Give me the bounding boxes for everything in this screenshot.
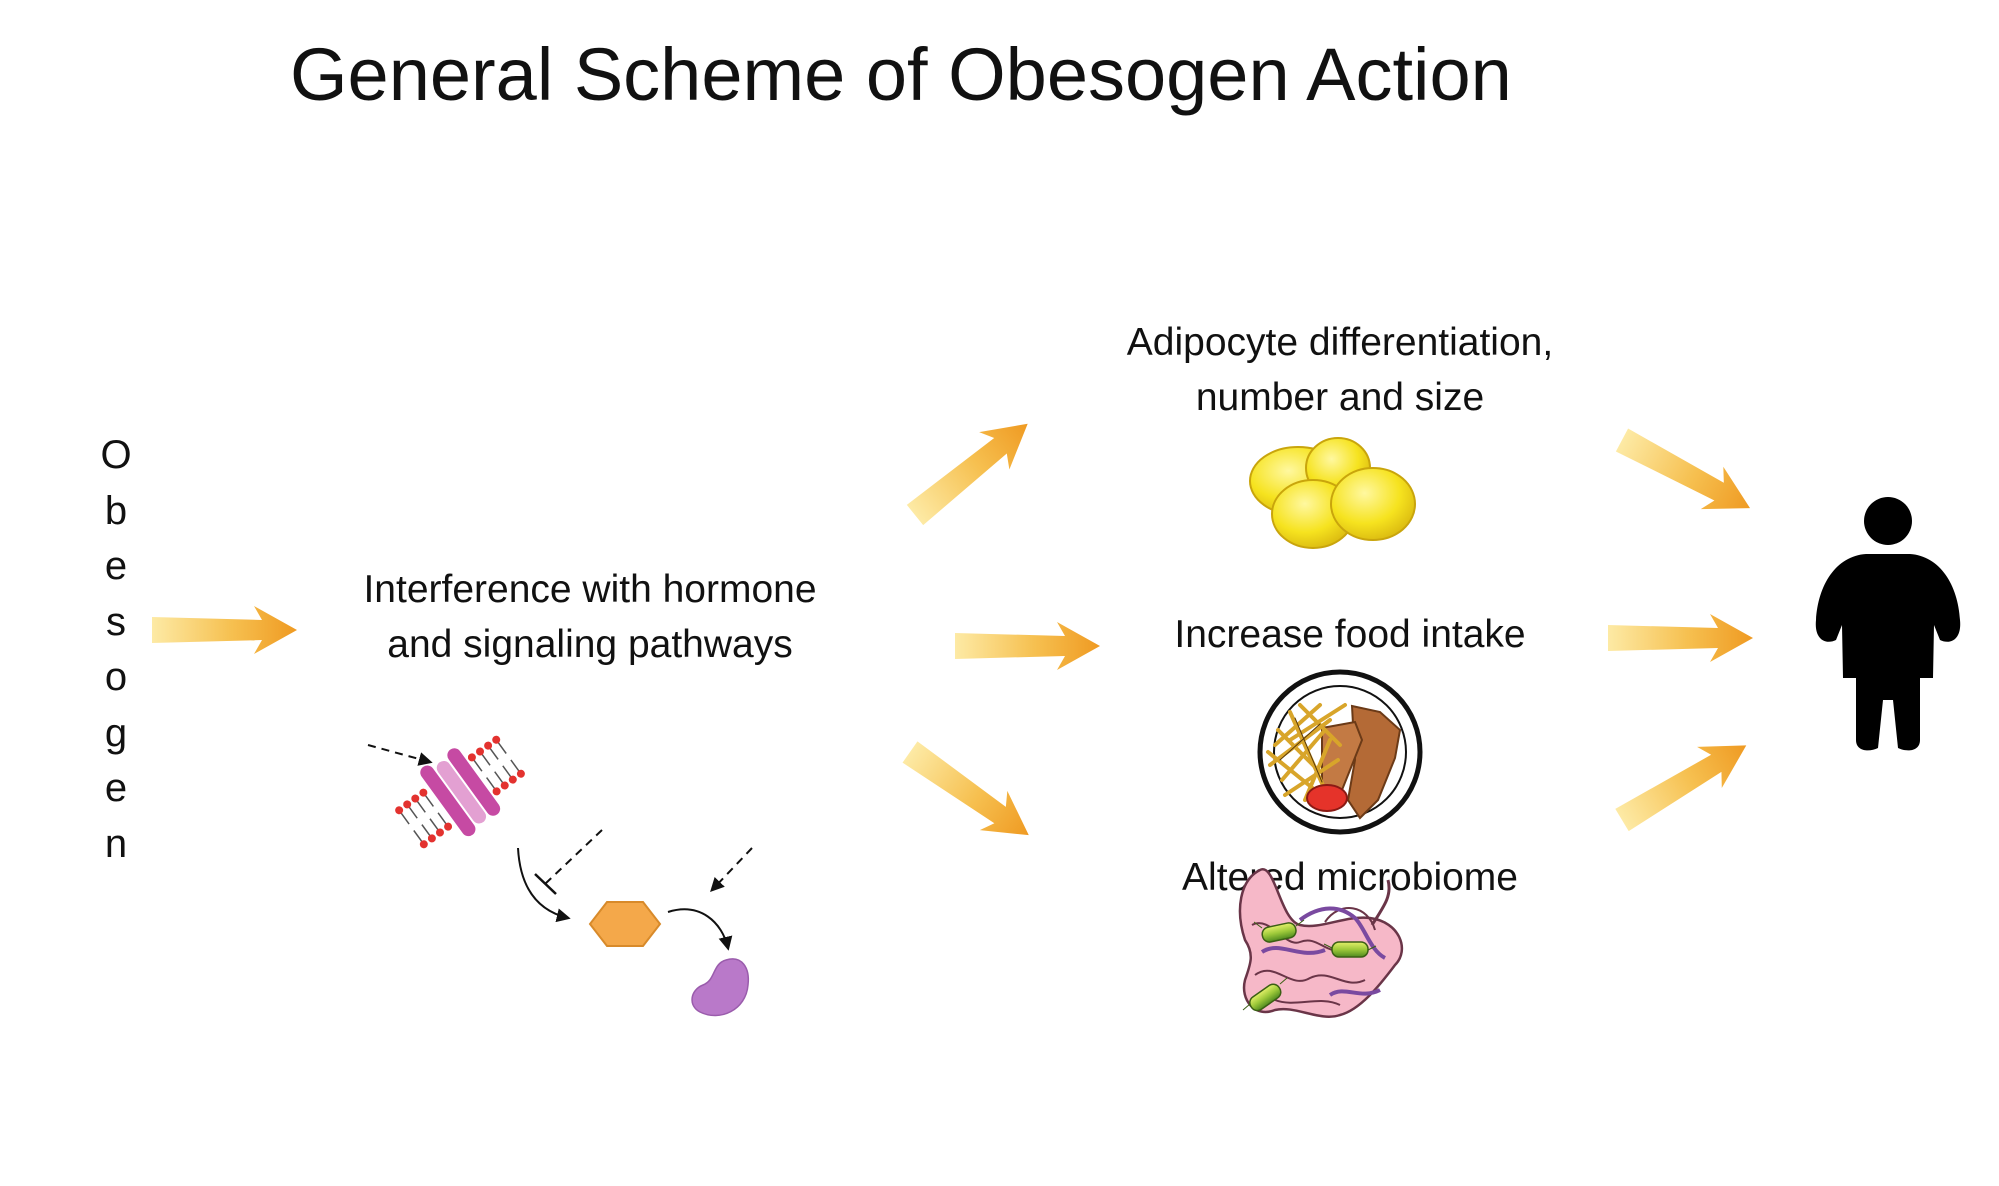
obesogen-vertical-label: O b e s o g e n — [96, 428, 136, 872]
receptor-pathway-icon — [367, 735, 753, 1017]
obese-person-icon — [1815, 497, 1961, 751]
obesogen-letter: e — [104, 766, 128, 810]
hexagon-icon — [588, 901, 662, 947]
adipocyte-label: Adipocyte differentiation, number and si… — [1035, 315, 1645, 425]
fat-cells-icon — [1249, 437, 1416, 549]
obesogen-letter: g — [104, 710, 128, 755]
protein-icon — [691, 958, 750, 1017]
arrow-to-food-intake — [955, 622, 1100, 670]
arrow-obesogen-to-interference — [152, 606, 297, 654]
obesogen-letter: o — [104, 655, 128, 699]
arrow-to-adipocyte — [906, 423, 1028, 526]
microbiome-label: Altered microbiome — [1182, 856, 1518, 899]
arrow-to-microbiome — [902, 741, 1029, 836]
membrane-icon — [395, 735, 525, 849]
interference-label-line1: Interference with hormone — [363, 568, 817, 611]
food-intake-label: Increase food intake — [1174, 613, 1526, 656]
arrow-food-to-person — [1608, 614, 1753, 662]
diagram-title: General Scheme of Obesogen Action — [290, 33, 1512, 116]
interference-label: Interference with hormone and signaling … — [280, 562, 900, 672]
arrow-microbiome-to-person — [1615, 745, 1747, 832]
obesogen-letter: O — [100, 433, 132, 477]
obesogen-letter: n — [104, 821, 128, 866]
obesogen-letter: b — [104, 488, 128, 533]
arrow-adipocyte-to-person — [1615, 428, 1751, 510]
obesogen-letter: s — [106, 599, 126, 644]
adipocyte-label-line2: number and size — [1195, 376, 1485, 419]
adipocyte-label-line1: Adipocyte differentiation, — [1126, 321, 1554, 364]
gut-microbiome-icon — [1238, 868, 1404, 1018]
obesogen-letter: e — [104, 544, 128, 588]
food-plate-icon — [1257, 669, 1423, 835]
interference-label-line2: and signaling pathways — [387, 623, 793, 666]
